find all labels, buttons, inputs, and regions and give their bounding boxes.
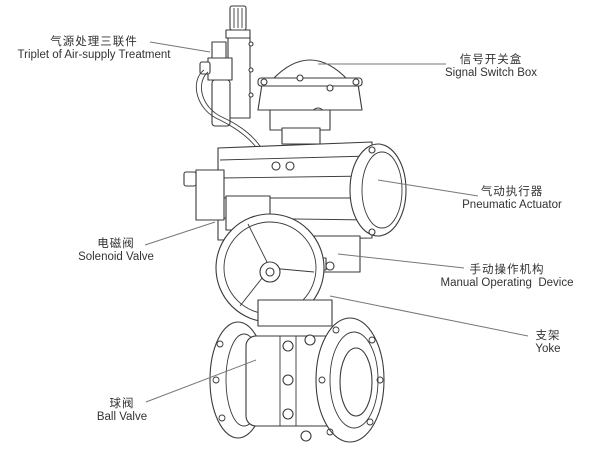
label-triplet: 气源处理三联件 Triplet of Air-supply Treatment [6, 34, 182, 62]
leader-line-yoke [329, 295, 529, 337]
label-ball-valve-en: Ball Valve [96, 411, 148, 423]
label-solenoid-valve: 电磁阀 Solenoid Valve [76, 236, 156, 264]
leader-line-solenoid [144, 221, 216, 246]
label-pneumatic-actuator-en: Pneumatic Actuator [462, 199, 562, 211]
label-manual-operating-device-cn: 手动操作机构 [469, 262, 545, 276]
label-ball-valve: 球阀 Ball Valve [92, 396, 152, 424]
label-solenoid-valve-cn: 电磁阀 [97, 236, 135, 250]
air-supply-triplet [199, 5, 254, 127]
yoke [257, 299, 333, 327]
label-yoke-en: Yoke [535, 343, 561, 355]
label-manual-operating-device-en: Manual Operating Device [440, 277, 574, 289]
label-pneumatic-actuator: 气动执行器 Pneumatic Actuator [456, 184, 568, 212]
label-yoke-cn: 支架 [535, 328, 561, 342]
leader-line-manual [337, 253, 465, 269]
label-triplet-cn: 气源处理三联件 [50, 34, 138, 48]
leader-line-actuator [377, 179, 479, 197]
signal-switch-box [257, 59, 363, 145]
manual-operating-device [215, 213, 361, 323]
label-pneumatic-actuator-cn: 气动执行器 [480, 184, 544, 198]
label-ball-valve-cn: 球阀 [109, 396, 135, 410]
label-solenoid-valve-en: Solenoid Valve [78, 251, 154, 263]
label-signal-switch-box-en: Signal Switch Box [444, 67, 538, 79]
leader-line-ball-valve [145, 359, 257, 403]
leader-line-triplet [149, 41, 211, 53]
label-triplet-en: Triplet of Air-supply Treatment [17, 49, 171, 61]
label-signal-switch-box-cn: 信号开关盒 [459, 52, 523, 66]
label-yoke: 支架 Yoke [528, 328, 568, 356]
label-manual-operating-device: 手动操作机构 Manual Operating Device [434, 262, 580, 290]
ball-valve [209, 317, 385, 443]
label-signal-switch-box: 信号开关盒 Signal Switch Box [436, 52, 546, 80]
